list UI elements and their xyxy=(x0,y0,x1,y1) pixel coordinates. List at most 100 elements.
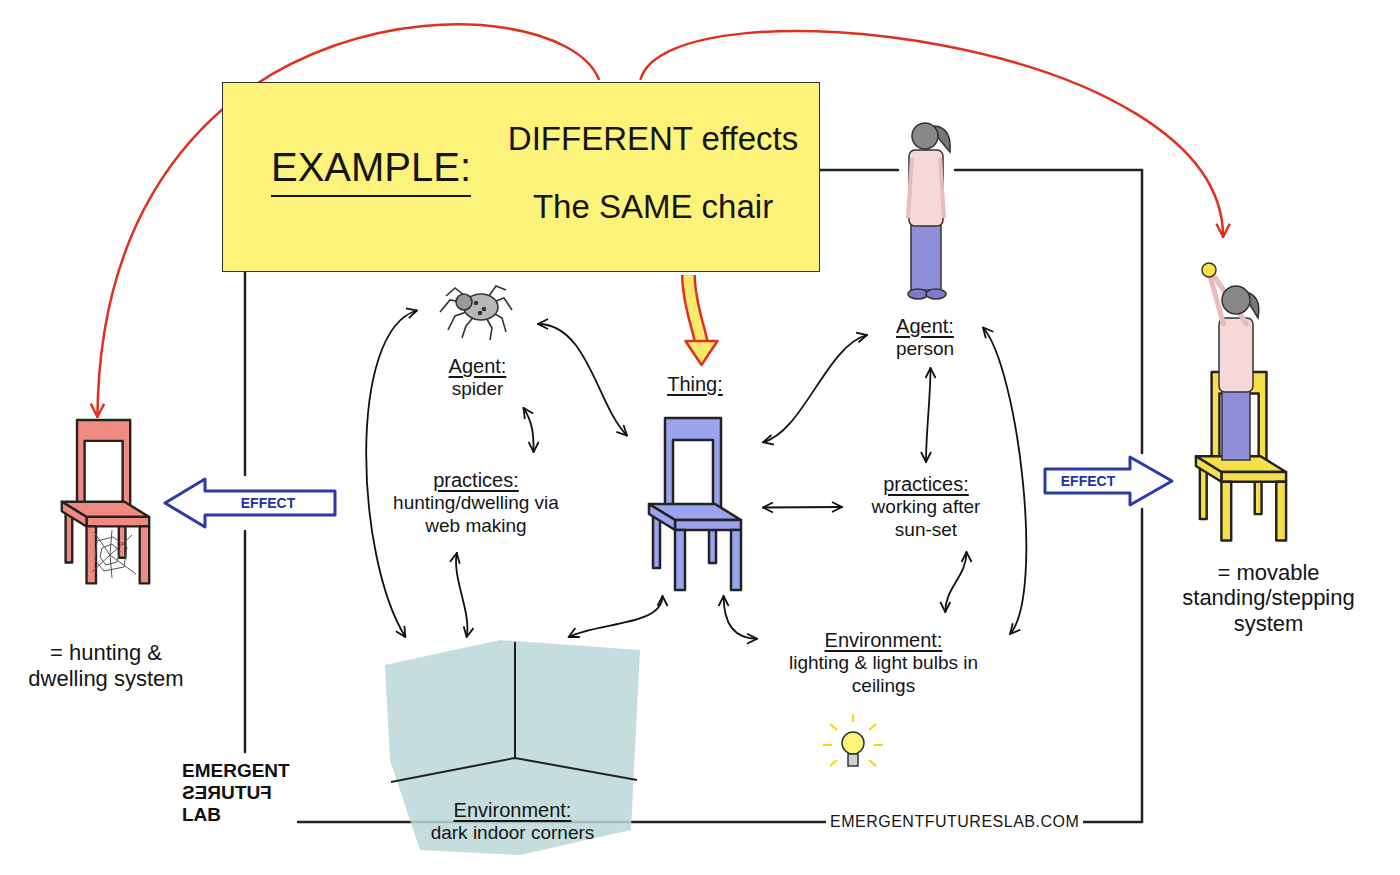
spider-web xyxy=(92,530,136,578)
connector xyxy=(686,275,718,365)
relation-arrow xyxy=(983,328,1026,635)
node-heading: practices: xyxy=(433,468,519,492)
connector xyxy=(538,324,627,436)
spider xyxy=(440,286,512,340)
spider-web xyxy=(110,530,112,555)
title-box: EXAMPLE: DIFFERENT effects The SAME chair xyxy=(222,82,820,272)
spider xyxy=(479,312,482,315)
spider-web xyxy=(110,555,112,578)
node-text: DIFFERENT effects The SAME chair xyxy=(488,105,818,241)
person-standing xyxy=(908,289,928,299)
node-text: working after sun-set xyxy=(851,496,1001,542)
connector xyxy=(926,368,931,462)
spider xyxy=(483,308,486,311)
person-standing xyxy=(908,158,912,218)
node-heading: Environment: xyxy=(454,798,572,822)
node-text: person xyxy=(896,338,954,361)
light-bulb xyxy=(842,732,864,754)
person-standing xyxy=(926,289,946,299)
node-text: dark indoor corners xyxy=(431,822,595,845)
light-bulb xyxy=(848,754,858,766)
environment-region: Environment:dark indoor corners xyxy=(385,640,640,855)
node-heading: Agent: xyxy=(896,314,954,338)
chair-red xyxy=(62,420,149,583)
chair-red xyxy=(62,420,149,583)
relation-arrow xyxy=(945,552,966,612)
practices-label: practices:hunting/dwelling via web makin… xyxy=(380,455,572,550)
effect-label: EFFECT xyxy=(239,495,297,511)
chair-blue xyxy=(649,418,741,590)
connector xyxy=(945,552,966,612)
person-on-chair xyxy=(1222,390,1250,460)
frame-line xyxy=(1141,509,1144,822)
relation-arrow xyxy=(763,335,867,442)
logo-text: FUTURES xyxy=(182,782,272,804)
node-heading: = movable standing/stepping system xyxy=(1161,560,1376,636)
node-heading: = hunting & dwelling system xyxy=(26,640,186,691)
spider-web xyxy=(100,544,120,565)
connector-fill xyxy=(688,275,701,345)
node-heading: Agent: xyxy=(449,354,507,378)
person-standing xyxy=(911,224,941,290)
effect-result: = movable standing/stepping system xyxy=(1155,240,1382,640)
person-standing xyxy=(940,158,944,218)
relation-arrow xyxy=(524,408,534,452)
chair-blue xyxy=(649,418,741,590)
agent-label: Agent:person xyxy=(870,115,980,365)
effect-arrow xyxy=(1045,457,1172,505)
relation-arrow xyxy=(366,311,417,638)
connector xyxy=(366,311,417,638)
spider xyxy=(475,302,478,305)
frame-line xyxy=(1141,170,1144,453)
relation-arrow xyxy=(724,596,757,639)
frame-line xyxy=(244,272,247,475)
logo-text: EMERGENT xyxy=(182,760,290,782)
connector xyxy=(763,335,867,442)
node-heading: Thing: xyxy=(667,372,723,396)
light-bulb xyxy=(823,744,832,746)
practices-label: practices:working after sun-set xyxy=(845,465,1007,549)
light-bulb xyxy=(830,724,837,730)
node-heading: practices: xyxy=(883,472,969,496)
person-on-chair xyxy=(1202,263,1216,277)
relation-arrow xyxy=(763,506,842,508)
connector xyxy=(724,596,757,639)
light-bulb xyxy=(852,714,854,722)
corner-shape xyxy=(385,640,640,855)
light-bulb xyxy=(823,714,883,766)
node-text: hunting/dwelling via web making xyxy=(386,492,566,538)
person-on-chair xyxy=(1202,263,1259,460)
spider-web xyxy=(110,555,136,574)
spider xyxy=(440,286,512,340)
connector xyxy=(456,553,467,637)
environment-label: Environment:lighting & light bulbs in ce… xyxy=(760,615,1007,710)
arrowhead xyxy=(686,341,718,365)
light-bulb xyxy=(869,760,876,766)
connector xyxy=(763,507,842,509)
frame-line xyxy=(244,531,247,752)
chair-yellow xyxy=(1196,372,1286,541)
effect-label: EFFECT xyxy=(1059,473,1117,489)
light-bulb xyxy=(823,714,883,766)
light-bulb xyxy=(830,760,837,766)
node-text: lighting & light bulbs in ceilings xyxy=(766,652,1001,698)
node-heading: EXAMPLE: xyxy=(271,143,471,197)
person-standing xyxy=(909,150,943,226)
connector-outline xyxy=(688,275,701,345)
spider xyxy=(456,294,472,310)
logo-text: LAB xyxy=(182,804,221,826)
person-on-chair xyxy=(1219,318,1253,392)
corner-shape xyxy=(391,642,637,782)
node-text: spider xyxy=(452,378,504,401)
url-text: EMERGENTFUTURESLAB.COM xyxy=(826,812,1083,832)
effect-arrow xyxy=(165,479,335,527)
frame-line xyxy=(955,169,1142,172)
node-heading: Environment: xyxy=(825,628,943,652)
light-bulb xyxy=(874,744,883,746)
agent-label: Agent:spider xyxy=(420,270,535,405)
relation-arrow xyxy=(926,368,931,462)
frame-line xyxy=(820,169,898,172)
light-bulb xyxy=(869,724,876,730)
connector xyxy=(524,408,534,452)
